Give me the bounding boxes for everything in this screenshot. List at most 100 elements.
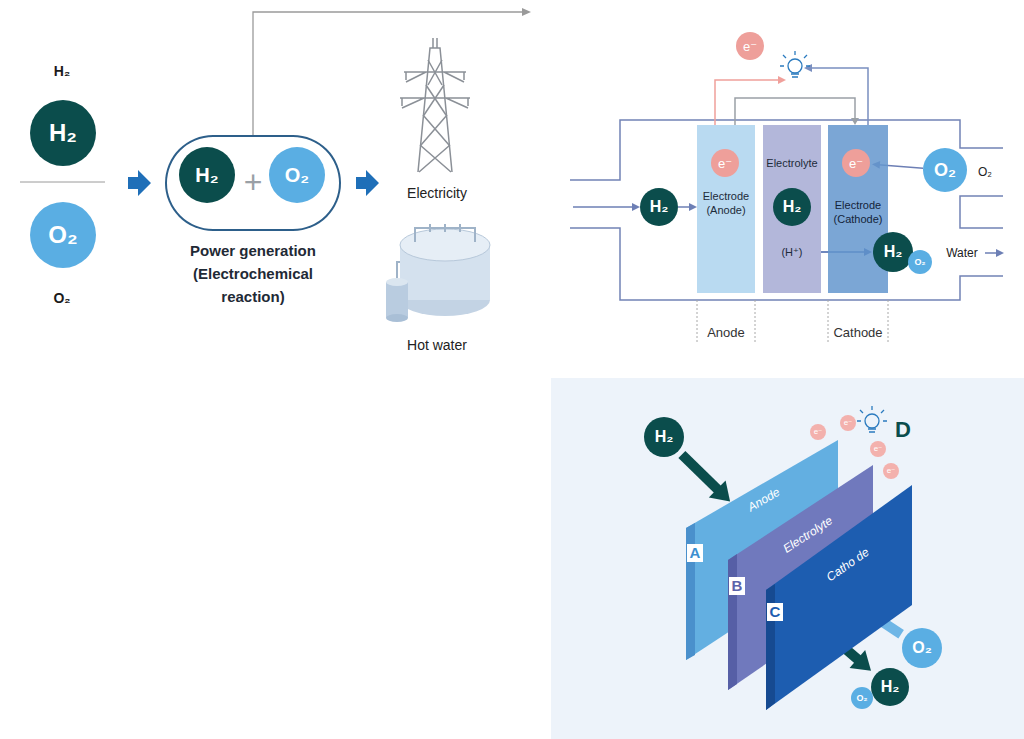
text-label: H₂	[54, 63, 70, 79]
node-text: O₂	[934, 161, 956, 179]
small-tank-base	[386, 314, 408, 322]
light-bulb	[780, 51, 810, 77]
arrow-head	[804, 64, 812, 72]
bottom-panel	[551, 378, 1024, 739]
leader-line	[253, 12, 522, 135]
molecule-circle: H₂	[873, 232, 913, 272]
node-text: e⁻	[814, 428, 823, 436]
node-text: O₂	[912, 640, 932, 656]
node-text: (H⁺)	[763, 245, 821, 259]
molecule-circle: H₂	[179, 147, 235, 203]
arrow-head	[778, 76, 786, 84]
node-text: H₂	[195, 165, 218, 185]
divider-line	[20, 182, 105, 183]
callout-letter: D	[895, 417, 911, 443]
node-text: Electrolyte	[763, 156, 821, 170]
connector	[682, 454, 730, 501]
node-text: O₂	[48, 223, 77, 247]
node-text: e⁻	[718, 157, 732, 170]
node-text: Electrode (Anode)	[697, 189, 755, 217]
arrow-head	[996, 249, 1004, 257]
plate-face	[766, 485, 912, 710]
molecule-circle: H₂	[644, 417, 684, 457]
molecule-circle: O₂	[269, 147, 325, 203]
small-tank	[386, 282, 408, 318]
electrode-panel: Electrolyte (H⁺) H₂	[763, 125, 821, 293]
node-text: H₂	[650, 199, 669, 215]
electron-wire	[715, 80, 778, 125]
molecule-circle: e⁻	[883, 463, 899, 479]
callout-letter: A	[687, 544, 703, 562]
bulb-rays	[780, 51, 810, 77]
tank-top	[400, 229, 490, 261]
bulb-glass	[865, 414, 879, 428]
connector	[678, 203, 697, 211]
arrow-head	[851, 118, 859, 125]
text-label: O₂	[978, 165, 992, 179]
connector-line	[735, 98, 855, 125]
outlet-arrow	[985, 252, 996, 254]
node-text: e⁻	[887, 467, 896, 475]
text-label: Electricity	[407, 185, 467, 201]
flow-chevron	[128, 170, 151, 196]
arrow-head	[632, 203, 640, 211]
tower-bracing	[419, 60, 451, 172]
molecule-circle: O₂	[851, 687, 873, 709]
tower-arms	[400, 72, 470, 108]
node-caption: Power generation (Electrochemical reacti…	[165, 239, 341, 308]
molecule-circle: O₂	[902, 628, 942, 668]
node-text: H₂	[783, 199, 802, 215]
node-text: e⁻	[849, 157, 863, 170]
molecule-circle: e⁻	[711, 149, 739, 177]
insulators	[402, 72, 468, 106]
node-text: O₂	[915, 258, 926, 267]
light-bulb	[857, 406, 887, 432]
node-text: e⁻	[874, 445, 883, 453]
tower-top	[433, 38, 437, 48]
molecule-circle: e⁻	[870, 441, 886, 457]
reaction-box: +Power generation (Electrochemical react…	[165, 135, 341, 231]
connector-line	[682, 454, 720, 491]
node-text: e⁻	[844, 419, 853, 427]
molecule-circle: e⁻	[736, 32, 764, 60]
electrode-panel: Electrode (Anode) e⁻	[697, 125, 755, 293]
text-label: Water	[946, 246, 978, 260]
return-wire	[812, 68, 868, 125]
callout-letter: B	[729, 577, 745, 595]
molecule-circle: H₂	[773, 188, 811, 226]
molecule-circle: H₂	[640, 188, 678, 226]
plus-sign: +	[165, 162, 341, 202]
flow-chevron	[356, 170, 379, 196]
callout-letter: C	[767, 603, 783, 621]
node-text: O₂	[857, 694, 868, 703]
molecule-circle: e⁻	[810, 424, 826, 440]
dotted-separators	[697, 300, 888, 342]
molecule-circle: H₂	[30, 100, 96, 166]
connector	[735, 98, 859, 125]
molecule-circle: H₂	[871, 668, 909, 706]
node-text: H₂	[655, 429, 674, 445]
node-text: Electrode (Cathode)	[828, 198, 888, 226]
tank-pipe	[397, 262, 400, 278]
node-text: H₂	[49, 121, 77, 145]
molecule-circle: O₂	[908, 250, 932, 274]
molecule-circle: O₂	[923, 148, 967, 192]
fuel-cell-housing	[570, 120, 1003, 300]
connector-line	[678, 206, 691, 208]
arrow-head	[522, 8, 531, 16]
tank-pipes	[415, 224, 475, 242]
molecule-circle: e⁻	[842, 149, 870, 177]
small-tank-top	[386, 278, 408, 286]
arrow-head	[709, 480, 730, 501]
hot-water-tank	[386, 224, 490, 322]
arrow-head	[689, 203, 697, 211]
text-label: Cathode	[833, 325, 882, 340]
node-text: e⁻	[743, 40, 757, 53]
node-text: O₂	[285, 165, 309, 185]
node-text: H₂	[884, 244, 903, 260]
text-label: O₂	[53, 290, 70, 306]
molecule-circle: e⁻	[840, 415, 856, 431]
transmission-tower	[400, 38, 470, 172]
bulb-rays	[857, 406, 887, 432]
